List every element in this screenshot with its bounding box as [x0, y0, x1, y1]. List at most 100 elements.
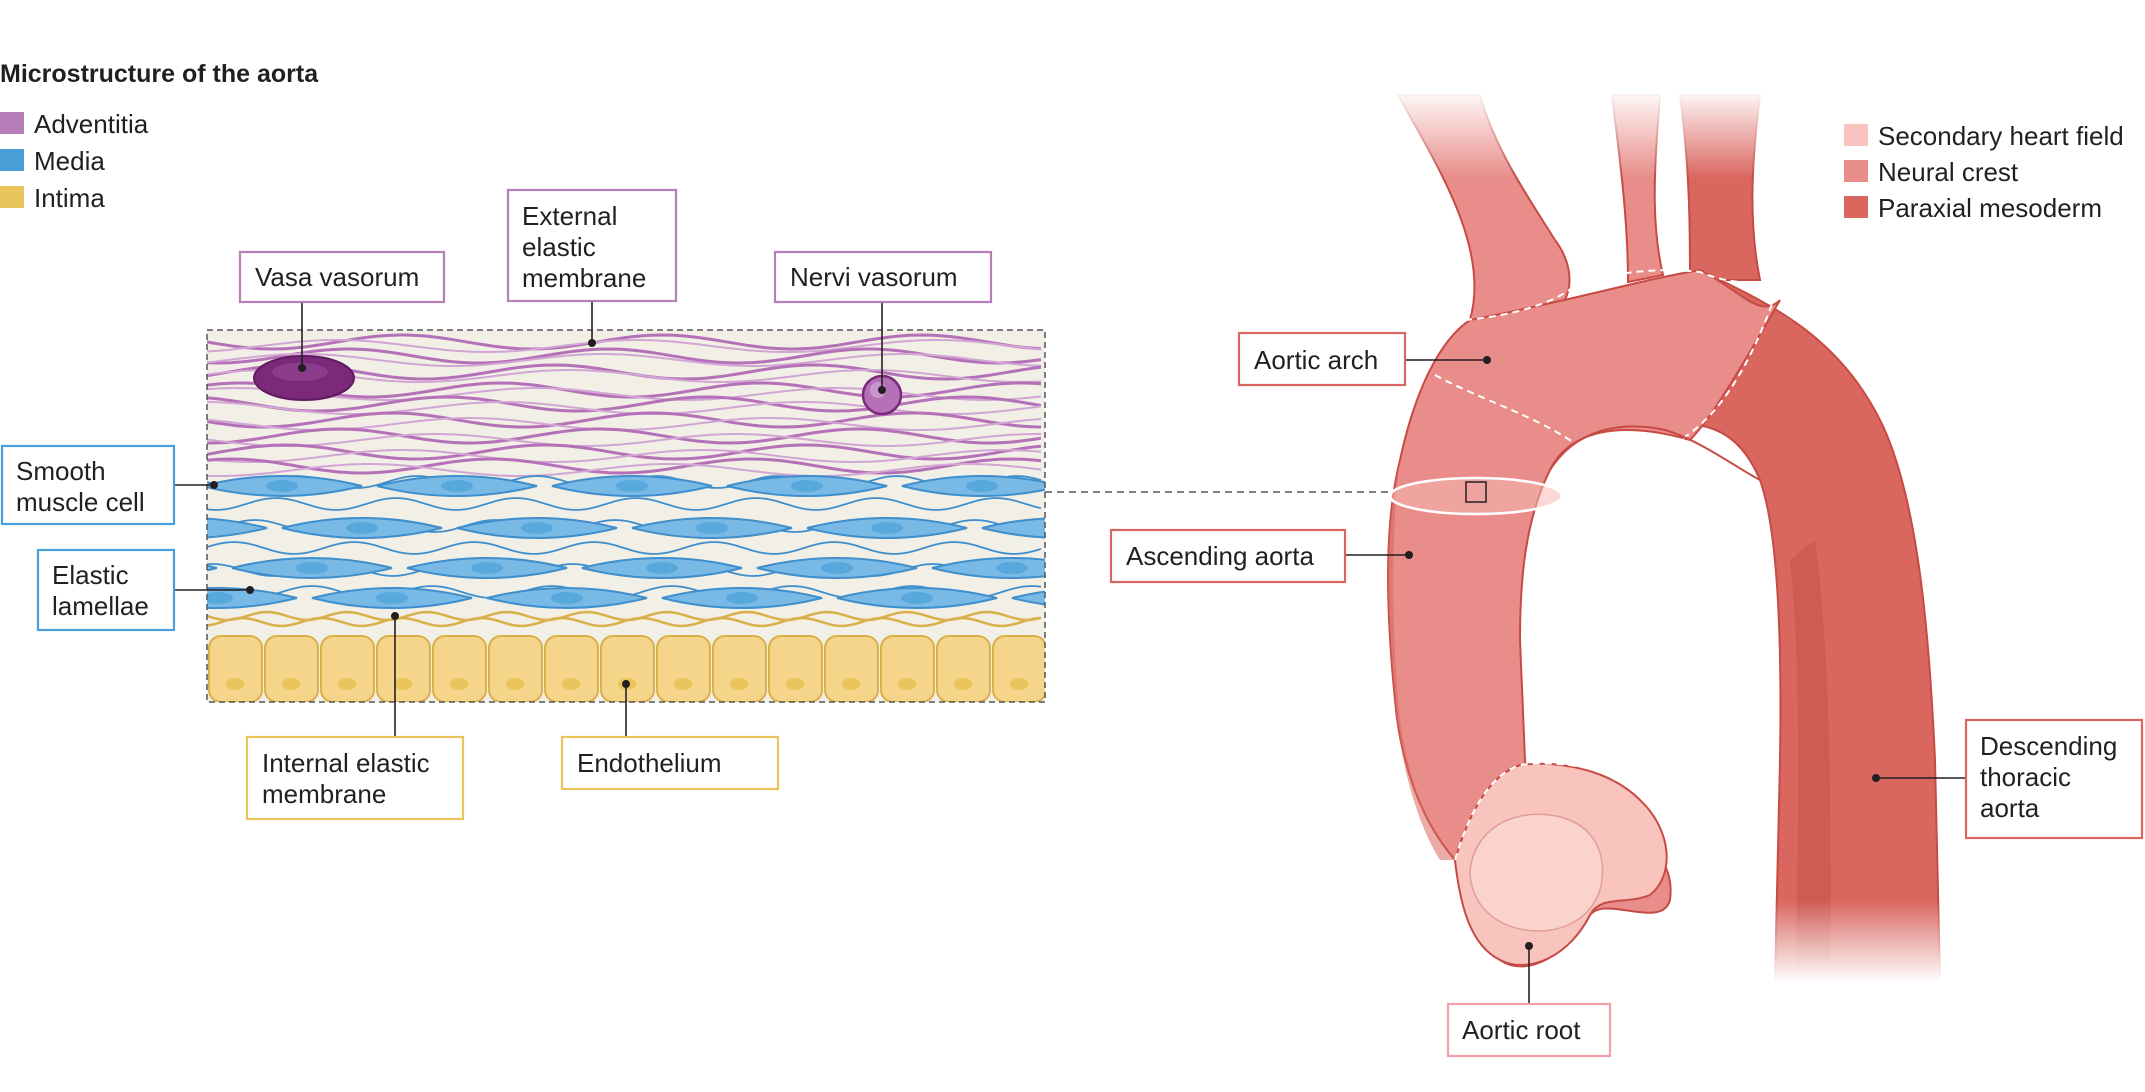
adventitia-fiber — [207, 449, 1042, 463]
legend-swatch-adventitia — [0, 112, 24, 134]
adventitia-fiber — [207, 433, 1041, 447]
label-descending-2: thoracic — [1980, 762, 2071, 792]
endothelial-cell — [992, 635, 1045, 702]
endothelial-cell — [432, 635, 487, 702]
endothelial-cell — [880, 635, 935, 702]
layer-legend: Adventitia Media Intima — [0, 109, 149, 213]
legend-swatch-intima — [0, 186, 24, 208]
smooth-muscle-nucleus — [791, 480, 823, 492]
endothelial-nucleus — [338, 678, 356, 690]
aortic-root-valve-lobe — [1469, 813, 1604, 932]
smooth-muscle-cell — [1011, 590, 1045, 606]
adventitia-fiber — [207, 427, 1042, 445]
smooth-muscle-cell — [207, 587, 298, 609]
legend-swatch-paraxial-mesoderm — [1844, 196, 1868, 218]
label-internal-elastic-1: Internal elastic — [262, 748, 430, 778]
endothelial-nucleus — [506, 678, 524, 690]
adventitia-fiber — [207, 411, 1042, 429]
endothelial-cell — [544, 635, 599, 702]
arch-boundary-lower — [1434, 374, 1591, 456]
elastic-lamella — [207, 497, 1042, 511]
endothelial-nucleus — [730, 678, 748, 690]
label-descending-1: Descending — [1980, 731, 2117, 761]
smooth-muscle-nucleus — [966, 480, 998, 492]
internal-elastic-fiber — [207, 616, 1042, 628]
label-smooth-muscle-2: muscle cell — [16, 487, 145, 517]
smooth-muscle-nucleus — [471, 562, 503, 574]
internal-elastic-membrane-fibers — [207, 610, 1042, 628]
smooth-muscle-cell — [981, 517, 1045, 539]
ascending-aorta-callout: Ascending aorta — [1109, 528, 1413, 584]
label-external-elastic-2: elastic — [522, 232, 596, 262]
adventitia-fiber — [207, 463, 1042, 477]
smooth-muscle-nucleus — [551, 592, 583, 604]
nervi-vasorum-callout: Nervi vasorum — [773, 250, 993, 394]
bottom-fade — [1760, 900, 1960, 982]
label-aortic-arch: Aortic arch — [1254, 345, 1378, 375]
smooth-muscle-nucleus — [346, 522, 378, 534]
adventitia-fiber — [207, 401, 1042, 415]
media-smooth-muscle-cells — [207, 475, 1108, 609]
figure-title: Microstructure of the aorta — [0, 60, 319, 88]
endothelial-nucleus — [226, 678, 244, 690]
aorta-illustration — [1380, 88, 1960, 982]
aortic-root-callout: Aortic root — [1446, 942, 1612, 1058]
endothelial-cell — [768, 635, 823, 702]
external-elastic-membrane-callout: External elastic membrane — [506, 188, 678, 347]
internal-elastic-fiber — [207, 610, 1042, 622]
label-nervi-vasorum: Nervi vasorum — [790, 262, 958, 292]
label-external-elastic-3: membrane — [522, 263, 646, 293]
smooth-muscle-nucleus — [207, 592, 233, 604]
adventitia-fiber — [207, 353, 1042, 367]
smooth-muscle-nucleus — [441, 480, 473, 492]
smooth-muscle-nucleus — [521, 522, 553, 534]
smooth-muscle-nucleus — [266, 480, 298, 492]
smooth-muscle-nucleus — [296, 562, 328, 574]
label-elastic-lamellae-1: Elastic — [52, 560, 129, 590]
smooth-muscle-nucleus — [1076, 592, 1108, 604]
sample-section-square — [1465, 481, 1487, 503]
endothelium-callout: Endothelium — [560, 680, 780, 791]
smooth-muscle-cell — [207, 517, 268, 539]
endothelial-cell — [824, 635, 879, 702]
aortic-arch-callout: Aortic arch — [1237, 331, 1491, 387]
vasa-vasorum-callout: Vasa vasorum — [238, 250, 446, 372]
endothelial-cell — [320, 635, 375, 702]
endothelial-cell — [264, 635, 319, 702]
origin-legend: Secondary heart field Neural crest Parax… — [1844, 121, 2124, 223]
legend-label-adventitia: Adventitia — [34, 109, 149, 139]
label-vasa-vasorum: Vasa vasorum — [255, 262, 419, 292]
adventitia-fiber — [207, 339, 1042, 353]
smooth-muscle-nucleus — [821, 562, 853, 574]
endothelial-nucleus — [450, 678, 468, 690]
adventitia-layer — [207, 333, 1042, 477]
smooth-muscle-nucleus — [726, 592, 758, 604]
endothelial-nucleus — [674, 678, 692, 690]
endothelial-nucleus — [898, 678, 916, 690]
smooth-muscle-nucleus — [996, 562, 1028, 574]
endothelial-nucleus — [954, 678, 972, 690]
legend-label-secondary-heart-field: Secondary heart field — [1878, 121, 2124, 151]
label-descending-3: aorta — [1980, 793, 2040, 823]
top-fade — [1380, 88, 1780, 178]
label-ascending-aorta: Ascending aorta — [1126, 541, 1314, 571]
legend-label-paraxial-mesoderm: Paraxial mesoderm — [1878, 193, 2102, 223]
label-external-elastic-1: External — [522, 201, 617, 231]
descending-aorta-shade — [1790, 540, 1831, 980]
endothelial-cell — [488, 635, 543, 702]
endothelial-cell — [936, 635, 991, 702]
legend-swatch-media — [0, 149, 24, 171]
endothelial-nucleus — [394, 678, 412, 690]
sample-section-ellipse — [1388, 476, 1564, 516]
root-boundary — [1454, 762, 1616, 861]
endothelial-nucleus — [1010, 678, 1028, 690]
smooth-muscle-nucleus — [616, 480, 648, 492]
label-smooth-muscle-1: Smooth — [16, 456, 106, 486]
smooth-muscle-nucleus — [376, 592, 408, 604]
adventitia-fiber — [207, 347, 1042, 365]
smooth-muscle-cell-callout: Smooth muscle cell — [0, 444, 218, 526]
legend-swatch-secondary-heart-field — [1844, 124, 1868, 146]
smooth-muscle-nucleus — [901, 592, 933, 604]
endothelial-cell — [712, 635, 767, 702]
